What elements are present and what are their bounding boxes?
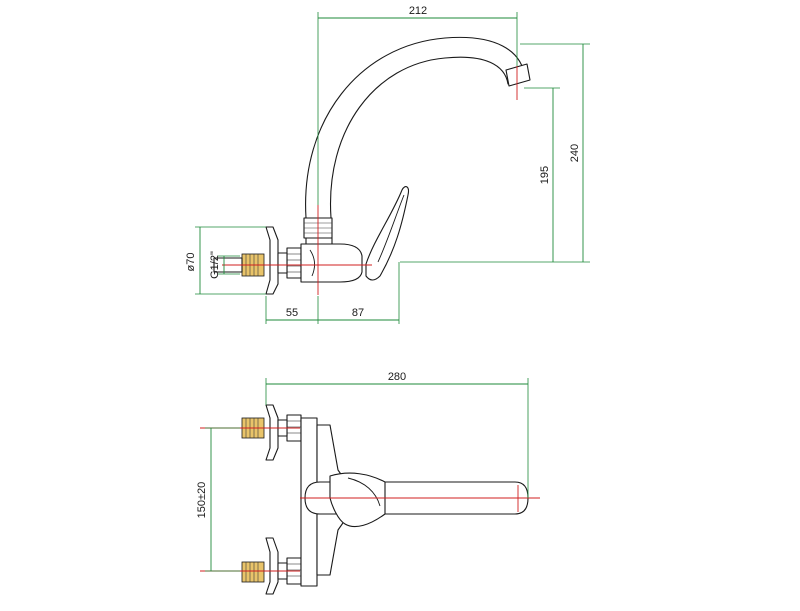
top-lever-handle <box>329 472 386 528</box>
dim-total-length: 280 <box>388 371 406 383</box>
side-lever-contour <box>377 194 405 263</box>
top-lever-contour <box>347 477 381 507</box>
top-lower-flange <box>265 537 279 595</box>
side-mixer-body <box>300 243 363 283</box>
side-union-nut <box>286 247 302 279</box>
dim-spout-reach: 212 <box>409 5 427 17</box>
side-body-contour <box>309 249 315 277</box>
dim-flange-diameter: ø70 <box>185 253 197 272</box>
top-upper-flange <box>265 404 279 461</box>
side-connector-sleeve <box>277 252 288 274</box>
dim-wall-to-axis: 55 <box>286 307 298 319</box>
side-view: 212 240 195 ø70 G1/2" 55 87 <box>185 5 590 324</box>
top-view: 280 150±20 <box>196 371 540 595</box>
side-spout-ring <box>305 237 333 245</box>
dim-connection-spacing: 150±20 <box>196 482 208 519</box>
dim-outlet-height: 195 <box>539 166 551 184</box>
side-swan-spout <box>305 36 526 219</box>
dim-connection-thread: G1/2" <box>209 251 221 279</box>
top-lower-nut-hatching <box>287 563 301 577</box>
top-lower-thread <box>241 561 265 583</box>
dim-total-height: 240 <box>569 144 581 162</box>
side-spout-aerator <box>505 63 531 87</box>
side-wall-flange <box>265 226 279 295</box>
dim-axis-to-body: 87 <box>352 307 364 319</box>
top-upper-nut-hatching <box>287 420 301 434</box>
side-nut-hatching <box>287 253 301 273</box>
top-lower-hatching <box>245 562 259 582</box>
